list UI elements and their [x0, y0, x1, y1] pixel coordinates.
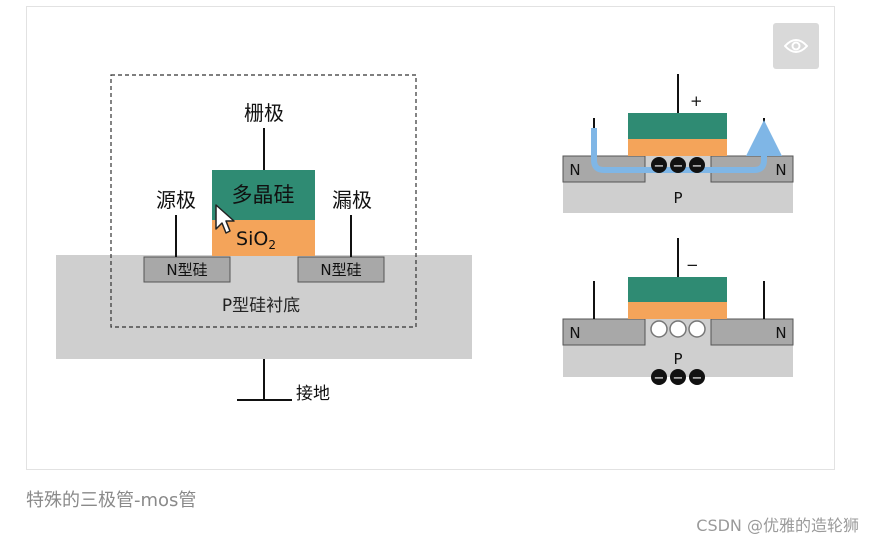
svg-text:−: −: [692, 371, 703, 386]
top-n-left-label: N: [569, 161, 580, 179]
top-p-label: P: [673, 189, 682, 207]
mouse-pointer-icon: [215, 204, 235, 234]
bottom-poly: [628, 277, 727, 302]
svg-text:−: −: [654, 371, 665, 386]
svg-text:−: −: [654, 159, 665, 174]
figure-frame: [26, 6, 835, 470]
watermark: CSDN @优雅的造轮狮: [696, 516, 859, 535]
drain-n-region: [297, 256, 385, 283]
drain-label: 漏极: [332, 188, 372, 212]
bottom-n-right-label: N: [775, 324, 786, 342]
dashed-outline: [110, 74, 417, 328]
substrate-label: P型硅衬底: [222, 296, 300, 316]
poly-label: 多晶硅: [232, 183, 295, 207]
bottom-n-left: [562, 318, 646, 346]
source-n-region-label: N型硅: [166, 261, 207, 279]
eye-icon: [784, 39, 808, 53]
top-oxide: [628, 139, 727, 156]
channel-holes: [650, 320, 706, 338]
top-n-right-label: N: [775, 161, 786, 179]
source-label: 源极: [156, 188, 196, 212]
gate-label: 栅极: [244, 101, 284, 125]
bottom-p-label: P: [673, 350, 682, 368]
oxide-subscript: 2: [268, 238, 276, 252]
top-gate-polarity: +: [690, 92, 703, 110]
bottom-n-left-label: N: [569, 324, 580, 342]
svg-text:−: −: [692, 159, 703, 174]
bottom-oxide: [628, 302, 727, 319]
repelled-electrons: − − −: [651, 369, 705, 386]
top-poly: [628, 113, 727, 139]
figure-caption: 特殊的三极管-mos管: [26, 490, 197, 511]
oxide-formula: SiO: [236, 228, 268, 250]
source-n-region: [143, 256, 231, 283]
p-substrate: [56, 255, 472, 359]
oxide-layer: [212, 220, 315, 256]
svg-text:−: −: [673, 371, 684, 386]
ground-label: 接地: [296, 384, 330, 404]
oxide-label: SiO2: [236, 228, 276, 252]
eye-button[interactable]: [773, 23, 819, 69]
svg-text:−: −: [673, 159, 684, 174]
bottom-n-right: [710, 318, 794, 346]
polysilicon-gate: [212, 170, 315, 220]
bottom-gate-polarity: −: [686, 256, 699, 274]
channel-electrons: − − −: [651, 157, 705, 174]
drain-n-region-label: N型硅: [320, 261, 361, 279]
